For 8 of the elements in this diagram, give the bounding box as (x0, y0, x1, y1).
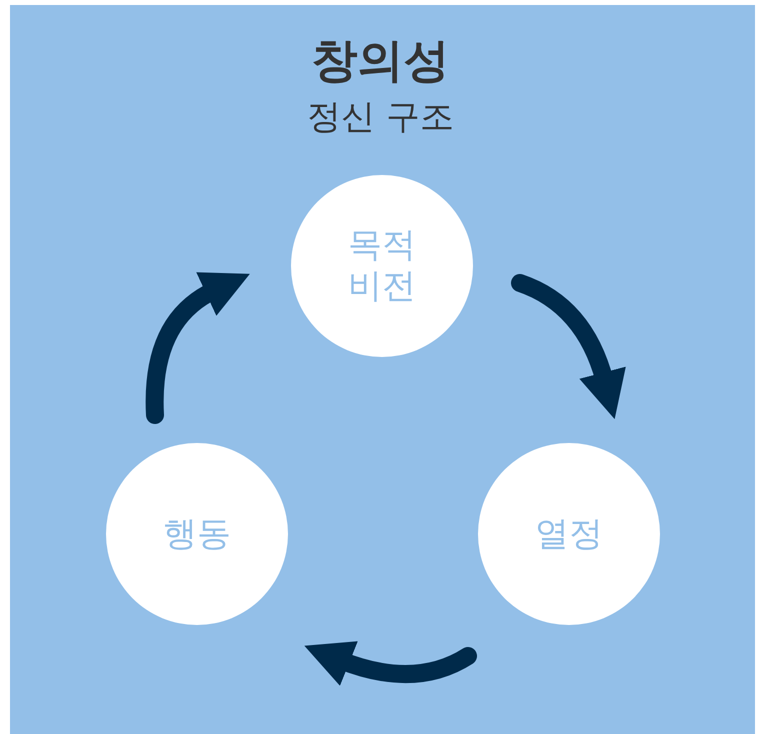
curved-arrow (146, 272, 249, 424)
curved-arrow (304, 640, 477, 686)
node-label: 행동 (163, 514, 231, 554)
subtitle: 정신 구조 (307, 96, 454, 139)
node-label: 열정 (535, 514, 603, 554)
node-label: 목적 비전 (347, 225, 417, 307)
title: 창의성 (312, 32, 450, 88)
curved-arrow (511, 274, 626, 419)
